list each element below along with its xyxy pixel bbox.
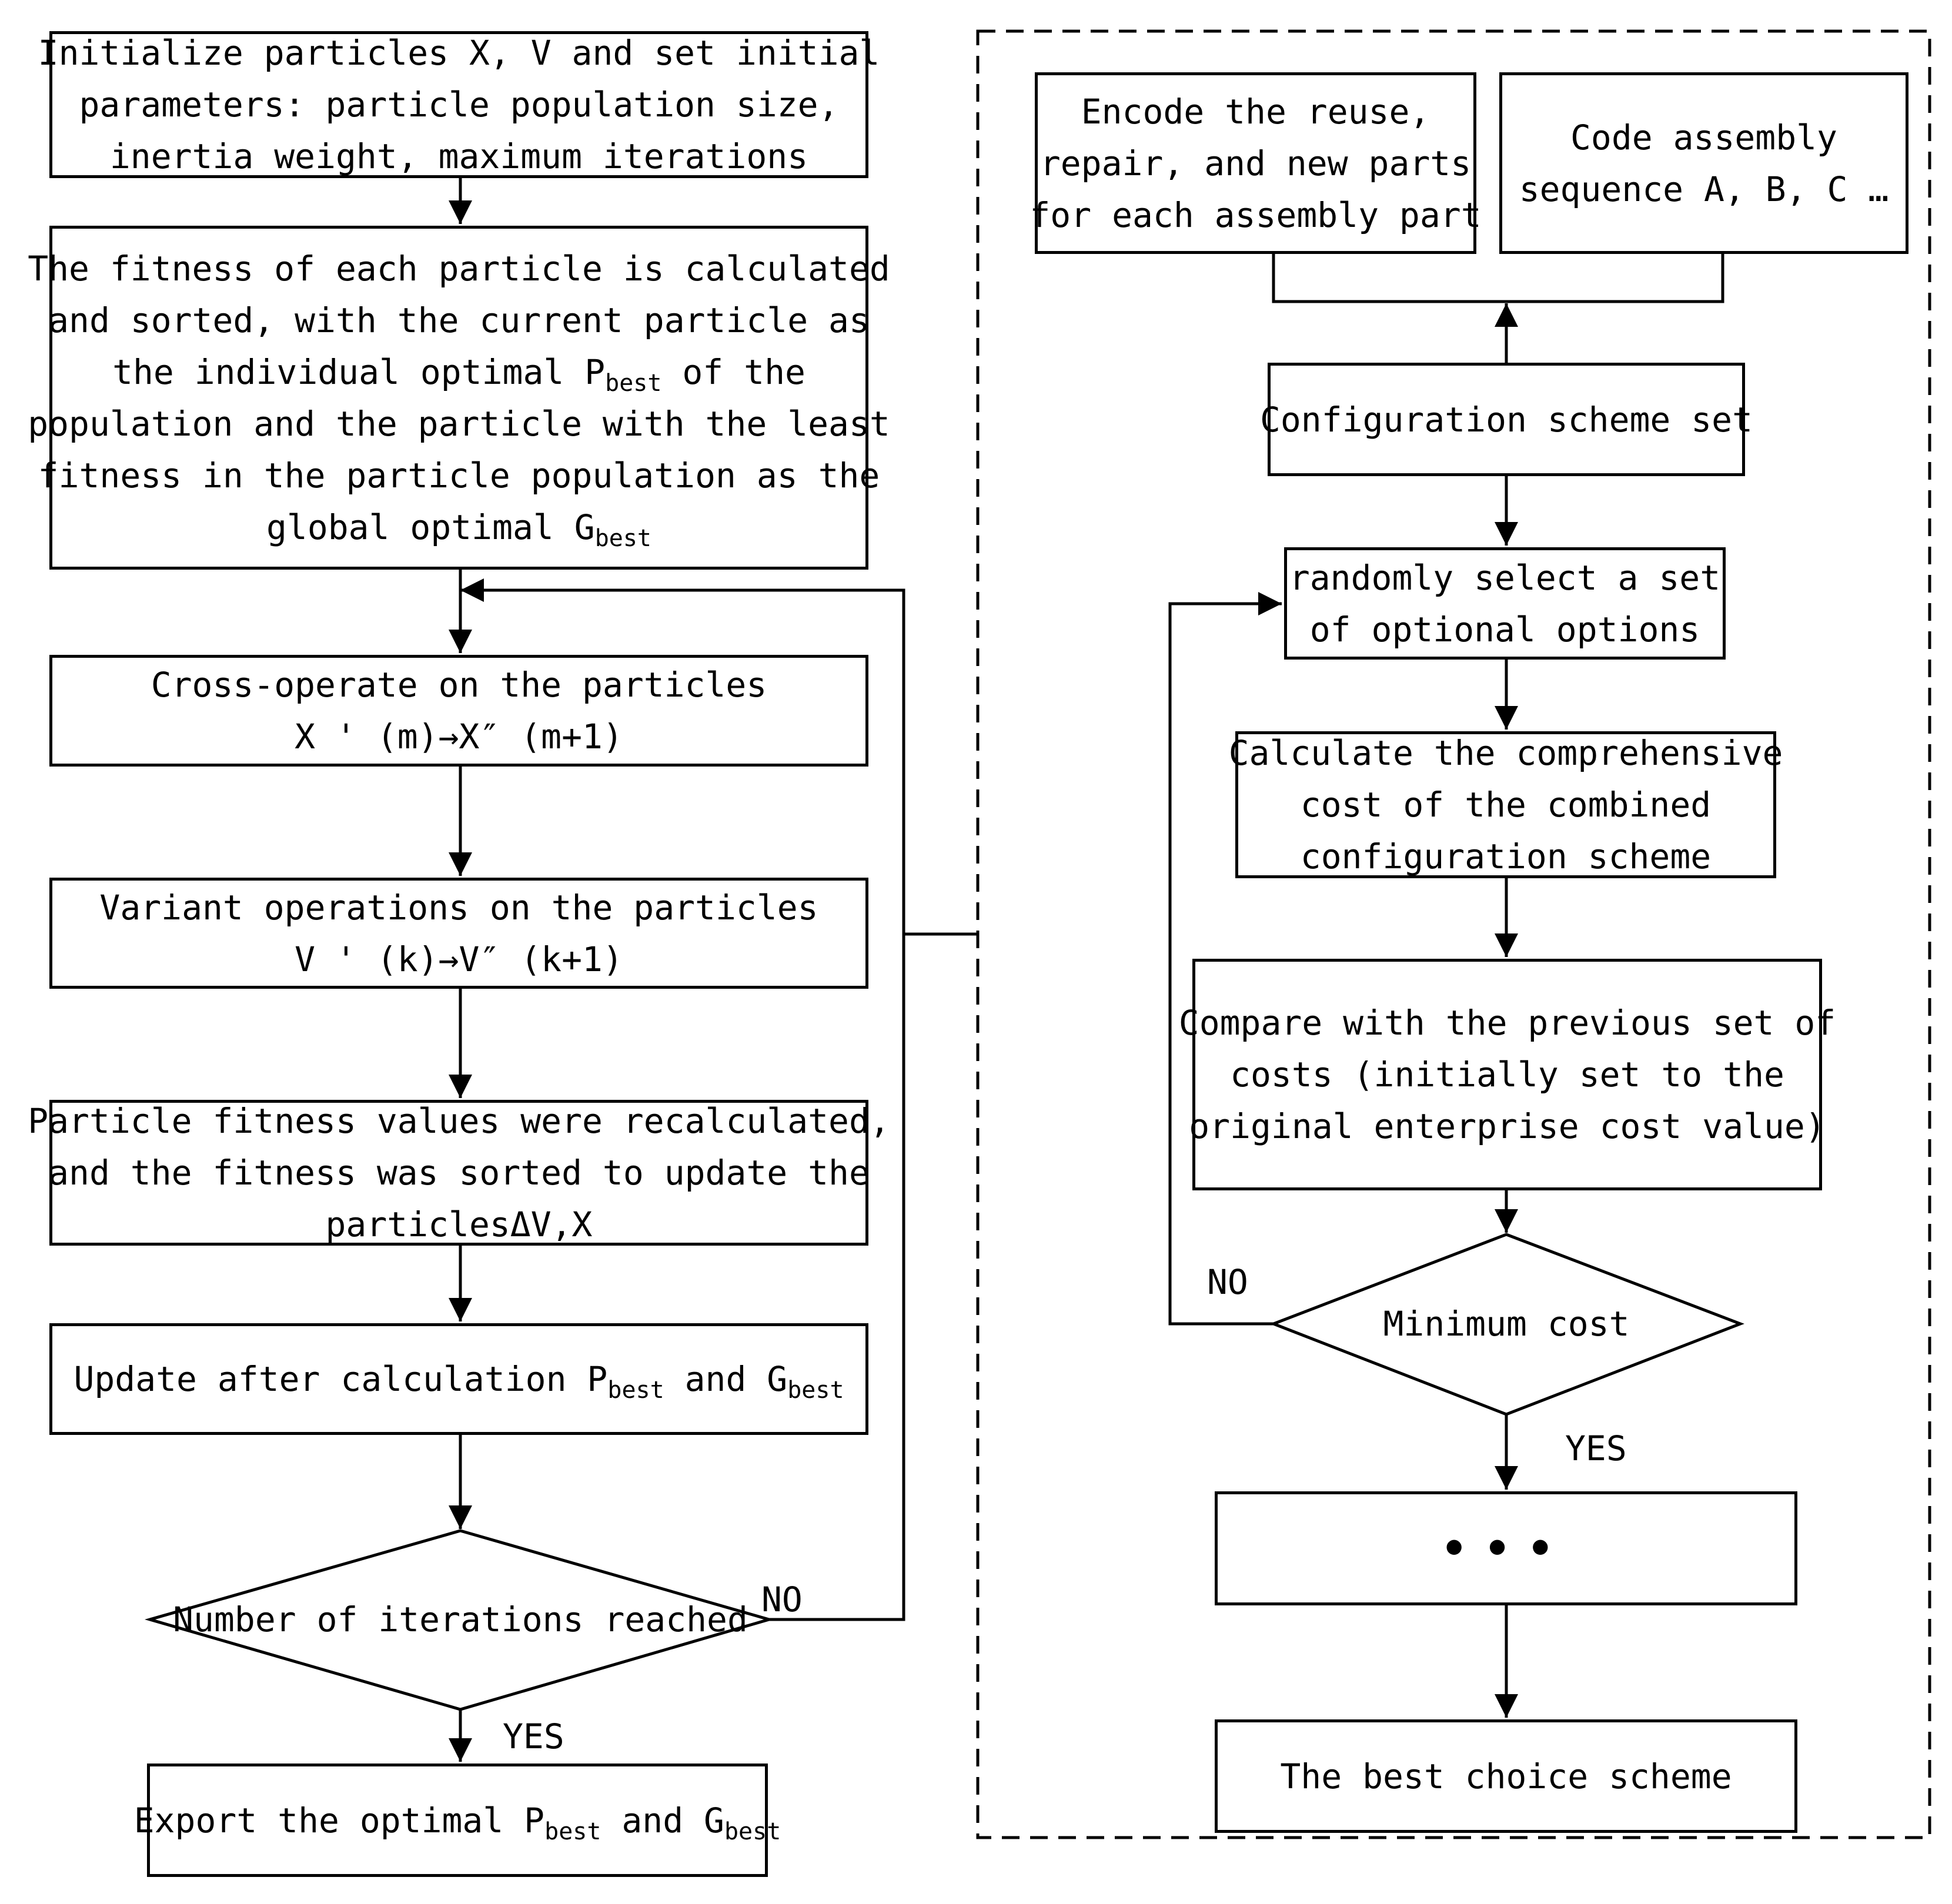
- init-box: Initialize particles X, V and set initia…: [38, 31, 880, 178]
- join-top-boxes: [1272, 254, 1724, 303]
- arrow-no-loop-left: [460, 578, 905, 1621]
- decision-iterations-text: Number of iterations reached: [173, 1600, 748, 1639]
- fitness-box: The fitness of each particle is calculat…: [28, 226, 890, 570]
- decision-iterations-diamond: [144, 1529, 774, 1711]
- best-choice-box: The best choice scheme: [1215, 1719, 1797, 1833]
- config-scheme-set-box: Configuration scheme set: [1260, 363, 1753, 476]
- recalculate-box: Particle fitness values were recalculate…: [28, 1100, 890, 1246]
- right-yes-label: YES: [1565, 1428, 1627, 1468]
- right-no-label: NO: [1207, 1262, 1248, 1302]
- ellipsis-box: •••: [1215, 1491, 1797, 1605]
- decision-min-cost-text: Minimum cost: [1383, 1304, 1630, 1344]
- random-select-box: randomly select a set of optional option…: [1284, 547, 1726, 660]
- encode-parts-box: Encode the reuse, repair, and new parts …: [1030, 72, 1482, 254]
- left-yes-label: YES: [503, 1716, 564, 1756]
- arrow-no-loop-right: [1168, 592, 1282, 1326]
- export-box: Export the optimal Pbest and Gbest: [134, 1764, 781, 1877]
- code-sequence-box: Code assembly sequence A, B, C …: [1499, 72, 1908, 254]
- cross-operate-box: Cross-operate on the particles X ' (m)→X…: [49, 655, 868, 767]
- compare-costs-box: Compare with the previous set of costs (…: [1179, 959, 1836, 1190]
- variant-operate-box: Variant operations on the particles V ' …: [49, 878, 868, 989]
- left-no-label: NO: [761, 1580, 803, 1619]
- update-box: Update after calculation Pbest and Gbest: [49, 1323, 868, 1435]
- calc-cost-box: Calculate the comprehensive cost of the …: [1229, 731, 1783, 878]
